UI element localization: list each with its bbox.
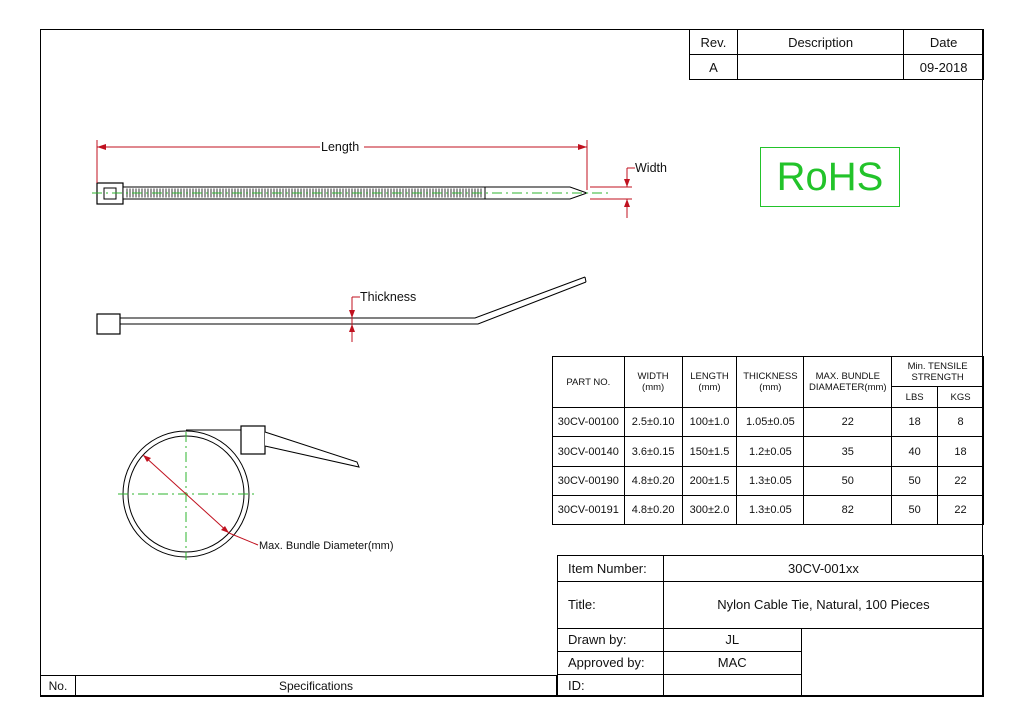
item-number-label: Item Number:	[557, 554, 664, 583]
spec-cell-bundle: 35	[803, 436, 893, 467]
spec-cell-bundle: 22	[803, 407, 893, 438]
id-label: ID:	[557, 673, 664, 698]
spec-cell-lbs: 50	[891, 465, 939, 496]
spec-cell-part: 30CV-00140	[552, 436, 625, 467]
title-label: Title:	[557, 581, 664, 629]
width-header-line1: WIDTH	[637, 371, 669, 383]
id-value	[662, 673, 802, 698]
bundle-label: Max. Bundle Diameter(mm)	[259, 540, 393, 552]
kgs-header: KGS	[937, 386, 984, 409]
thickness-arrow-top	[349, 310, 355, 318]
spec-cell-width: 4.8±0.20	[623, 465, 683, 496]
spec-cell-part: 30CV-00190	[552, 465, 625, 496]
length-arrow-right	[578, 144, 587, 150]
width-header: WIDTH(mm)	[623, 355, 683, 409]
part-header: PART NO.	[552, 355, 625, 409]
title-block-blank	[800, 627, 985, 697]
specifications-strip: No. Specifications	[40, 675, 558, 697]
spec-cell-lbs: 40	[891, 436, 939, 467]
description-header: Description	[736, 29, 905, 55]
strap-side-bottom	[120, 281, 587, 325]
date-header: Date	[903, 29, 984, 55]
bundle-header-line2: DIAMAETER(mm)	[809, 382, 887, 394]
tie-head-loop	[240, 425, 266, 455]
length-label: Length	[321, 140, 359, 154]
length-header-line1: LENGTH	[690, 371, 729, 383]
width-arrow-top	[624, 179, 630, 187]
approved-by-label: Approved by:	[557, 650, 664, 675]
rev-value: A	[689, 54, 738, 80]
spec-cell-length: 100±1.0	[681, 407, 738, 438]
spec-cell-part: 30CV-00100	[552, 407, 625, 438]
spec-cell-thickness: 1.3±0.05	[736, 494, 805, 526]
width-header-line2: (mm)	[642, 382, 665, 394]
spec-cell-lbs: 50	[891, 494, 939, 526]
side-view: Thickness	[96, 276, 587, 342]
width-arrow-bottom	[624, 199, 630, 207]
spec-cell-length: 150±1.5	[681, 436, 738, 467]
spec-cell-part: 30CV-00191	[552, 494, 625, 526]
spec-cell-thickness: 1.05±0.05	[736, 407, 805, 438]
spec-cell-lbs: 18	[891, 407, 939, 438]
spec-table: PART NO. WIDTH(mm) LENGTH(mm) THICKNESS(…	[552, 355, 984, 526]
strap-teeth	[126, 188, 482, 198]
spec-cell-length: 300±2.0	[681, 494, 738, 526]
strap-side-tip	[584, 276, 587, 283]
spec-cell-kgs: 8	[937, 407, 984, 438]
thickness-header-line2: (mm)	[759, 382, 782, 394]
drawn-by-value: JL	[662, 627, 802, 652]
top-view: Length Width	[92, 140, 667, 218]
width-label: Width	[635, 161, 667, 175]
bundle-leader	[228, 532, 259, 546]
no-label: No.	[40, 675, 76, 697]
spec-cell-kgs: 18	[937, 436, 984, 467]
tensile-header-line1: Min. TENSILE	[907, 360, 968, 372]
bundle-arrow-end	[221, 526, 229, 533]
spec-cell-bundle: 82	[803, 494, 893, 526]
spec-cell-width: 2.5±0.10	[623, 407, 683, 438]
thickness-header: THICKNESS(mm)	[736, 355, 805, 409]
lbs-header: LBS	[891, 386, 939, 409]
length-header-line2: (mm)	[698, 382, 721, 394]
bundle-arrow-start	[143, 455, 151, 462]
spec-cell-length: 200±1.5	[681, 465, 738, 496]
revision-table: Rev. Description Date A 09-2018	[689, 29, 984, 80]
specifications-label: Specifications	[74, 675, 558, 697]
spec-cell-thickness: 1.3±0.05	[736, 465, 805, 496]
title-block: Item Number: 30CV-001xx Title: Nylon Cab…	[557, 554, 985, 698]
bundle-diameter-line	[142, 454, 230, 534]
description-value	[736, 54, 905, 80]
spec-cell-thickness: 1.2±0.05	[736, 436, 805, 467]
tie-head-side	[96, 313, 121, 335]
spec-cell-width: 3.6±0.15	[623, 436, 683, 467]
loop-view: Max. Bundle Diameter(mm)	[118, 425, 393, 560]
spec-cell-width: 4.8±0.20	[623, 494, 683, 526]
thickness-header-line1: THICKNESS	[743, 371, 798, 383]
tensile-header-line2: STRENGTH	[911, 371, 964, 383]
loop-tail	[264, 431, 360, 468]
item-number-value: 30CV-001xx	[662, 554, 985, 583]
length-header: LENGTH(mm)	[681, 355, 738, 409]
thickness-label: Thickness	[360, 290, 416, 304]
bundle-header-line1: MAX. BUNDLE	[815, 371, 880, 383]
date-value: 09-2018	[903, 54, 984, 80]
thickness-arrow-bottom	[349, 324, 355, 332]
spec-cell-bundle: 50	[803, 465, 893, 496]
title-value: Nylon Cable Tie, Natural, 100 Pieces	[662, 581, 985, 629]
rohs-badge: RoHS	[760, 147, 900, 207]
approved-by-value: MAC	[662, 650, 802, 675]
drawn-by-label: Drawn by:	[557, 627, 664, 652]
length-arrow-left	[97, 144, 106, 150]
spec-cell-kgs: 22	[937, 494, 984, 526]
strap-side-top	[120, 276, 586, 319]
spec-cell-kgs: 22	[937, 465, 984, 496]
